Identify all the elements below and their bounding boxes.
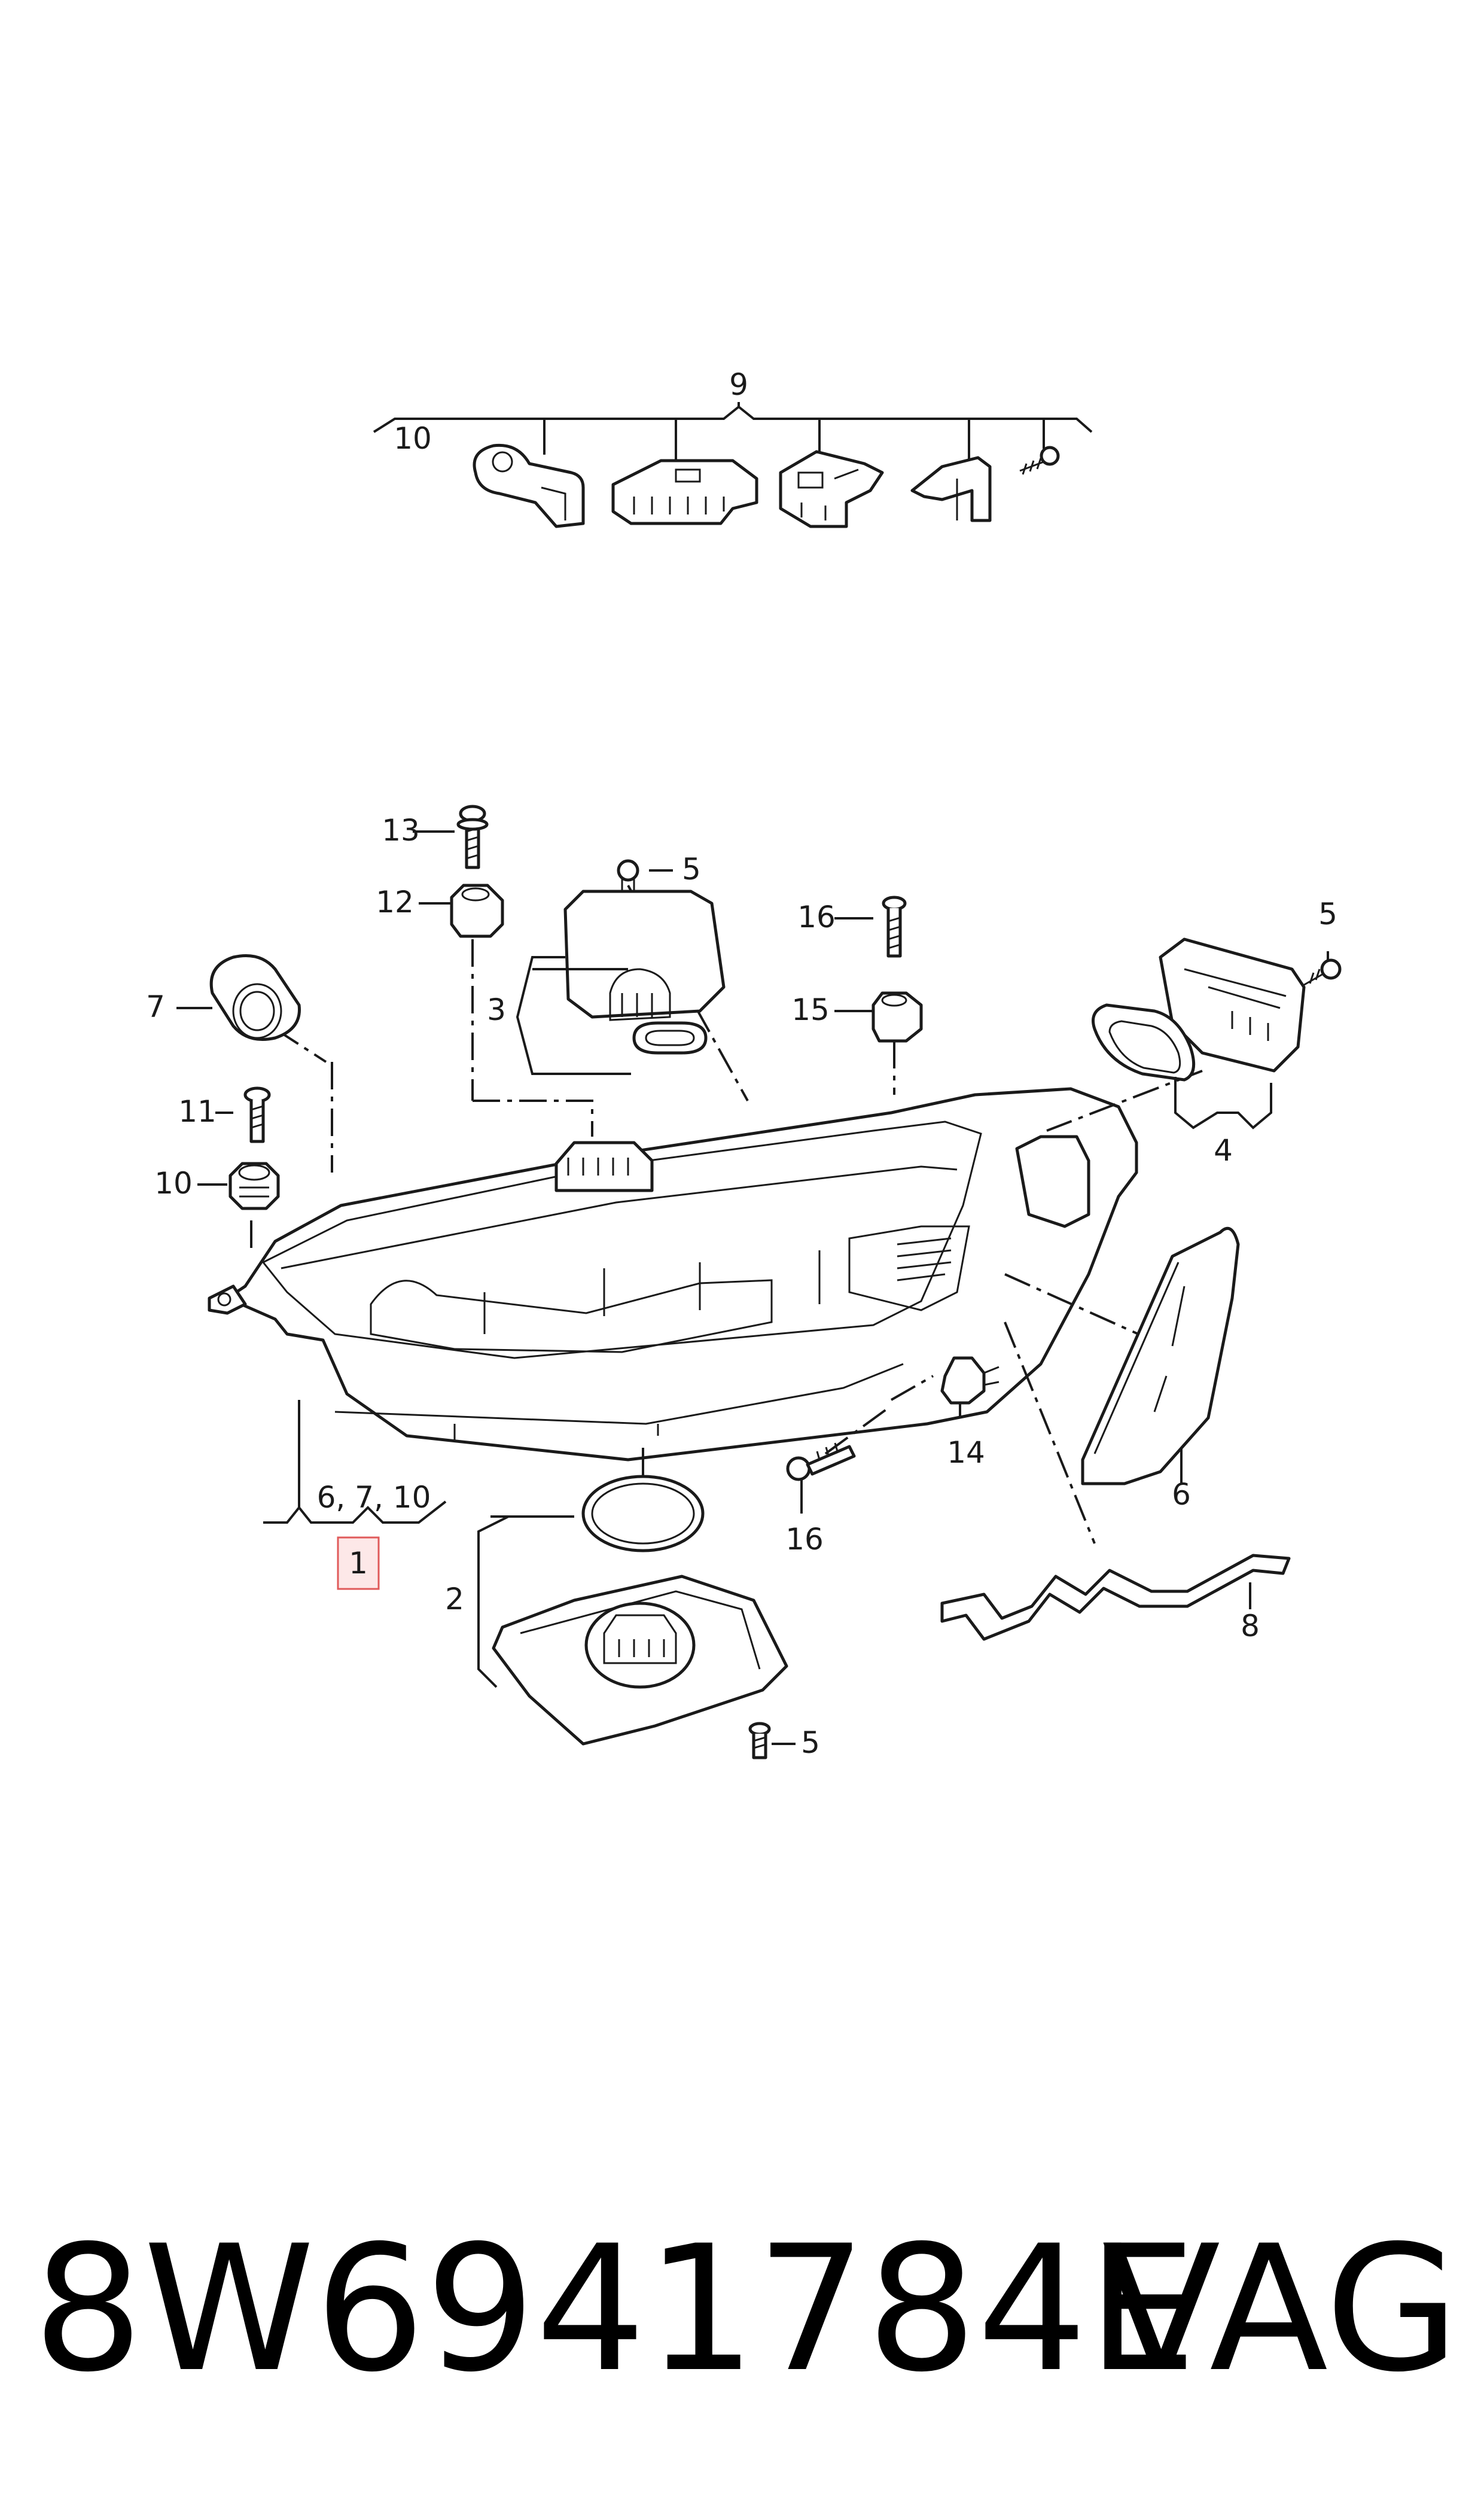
callout-14: 14 <box>947 1435 985 1470</box>
callout-7: 7 <box>146 989 165 1024</box>
callout-16-a: 16 <box>797 900 836 934</box>
clip-14-icon <box>940 1356 1000 1405</box>
callout-labels: 13 5 12 16 5 7 3 15 11 4 10 6, 7, 10 14 … <box>146 813 1337 1760</box>
callout-12: 12 <box>376 885 414 919</box>
callout-5-c: 5 <box>801 1725 820 1760</box>
part-number: 8W6941784E <box>33 2209 1197 2410</box>
ring-gasket-2-icon <box>581 1475 705 1552</box>
callout-15: 15 <box>791 992 830 1027</box>
callout-8: 8 <box>1241 1609 1260 1643</box>
brand-label: VAG <box>1102 2209 1459 2410</box>
part-group-9: 9 10 <box>373 367 1093 528</box>
nut-10-icon <box>228 1162 280 1210</box>
bolt-16b-icon <box>786 1442 856 1481</box>
callout-6-7-10: 6, 7, 10 <box>317 1480 431 1515</box>
callout-10-mid: 10 <box>154 1166 193 1201</box>
leader-lines <box>176 830 1329 1745</box>
callout-3: 3 <box>487 992 506 1027</box>
clip-12-icon <box>450 884 504 938</box>
screw-icon <box>1019 446 1060 475</box>
callout-1: 1 <box>349 1546 368 1581</box>
repair-bracket-a-icon <box>473 443 585 528</box>
callout-5-b: 5 <box>1318 897 1337 931</box>
ballast-module-2-icon <box>492 1575 788 1746</box>
callout-16-b: 16 <box>785 1522 824 1557</box>
control-unit-3-icon <box>563 890 726 1055</box>
callout-5-a: 5 <box>682 852 701 887</box>
highlighted-item-1[interactable]: 1 <box>337 1536 380 1590</box>
bolt-11-icon <box>243 1086 271 1143</box>
callout-4: 4 <box>1214 1133 1233 1168</box>
screw-5b-icon <box>1302 958 1342 987</box>
callout-6: 6 <box>1172 1477 1191 1512</box>
repair-bracket-d-icon <box>910 456 992 522</box>
screw-5a-icon <box>617 859 639 894</box>
callout-11: 11 <box>178 1094 217 1129</box>
module-4-icon <box>1092 937 1306 1082</box>
callout-2: 2 <box>445 1582 464 1616</box>
callout-9: 9 <box>729 367 748 402</box>
bolt-13-icon <box>456 805 489 869</box>
clip-15-icon <box>871 991 923 1043</box>
bolt-16a-icon <box>882 896 907 958</box>
repair-bracket-c-icon <box>779 450 884 528</box>
repair-bracket-b-icon <box>611 459 758 525</box>
seal-strip-8-icon <box>940 1554 1291 1641</box>
cover-cap-7-icon <box>209 954 301 1041</box>
headlight-assembly <box>208 1087 1138 1462</box>
screw-5c-icon <box>748 1722 771 1759</box>
callout-13: 13 <box>382 813 420 848</box>
trim-strip-6-icon <box>1081 1226 1240 1485</box>
callout-10-top: 10 <box>394 421 432 456</box>
